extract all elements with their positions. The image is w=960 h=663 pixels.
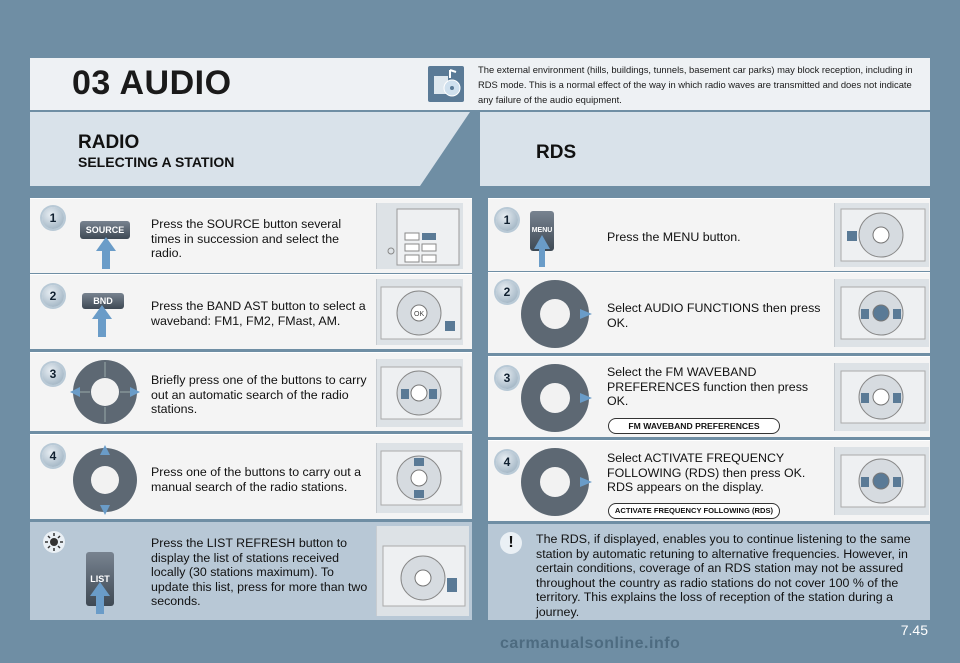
audio-panel-icon: OK — [376, 279, 463, 345]
step-text: Select the FM WAVEBAND PREFERENCES funct… — [607, 365, 809, 408]
press-arrow-icon — [534, 235, 550, 267]
step-text: Press one of the buttons to carry out a … — [151, 465, 362, 494]
sun-tip-icon — [43, 531, 65, 553]
radio-step-3: 3 Briefly press one of the buttons to ca… — [30, 352, 472, 431]
watermark: carmanualsonline.info — [500, 635, 681, 652]
rds-step-3: 3 Select the FM WAVEBAND PREFERENCES fun… — [488, 356, 930, 437]
audio-panel-icon — [376, 443, 463, 513]
radio-step-2: 2 BND Press the BAND AST button to selec… — [30, 274, 472, 349]
direction-pad-icon[interactable] — [70, 445, 140, 515]
source-button[interactable]: SOURCE — [80, 221, 130, 239]
step-text: Press the BAND AST button to select a wa… — [151, 299, 366, 328]
direction-pad-icon[interactable] — [518, 361, 592, 435]
tip-text: Press the LIST REFRESH button to display… — [151, 536, 368, 608]
section-divider-decoration — [420, 112, 482, 186]
direction-pad-icon[interactable] — [518, 445, 592, 519]
radio-step-1: 1 SOURCE Press the SOURCE button several… — [30, 198, 472, 273]
header-band — [30, 58, 930, 110]
step-number: 2 — [496, 281, 518, 303]
direction-pad-icon[interactable] — [518, 277, 592, 351]
audio-panel-icon — [834, 363, 929, 431]
rds-step-2: 2 Select AUDIO FUNCTIONS then press OK. — [488, 272, 930, 353]
step-number: 1 — [496, 209, 518, 231]
step-text: Select AUDIO FUNCTIONS then press OK. — [607, 301, 821, 330]
reception-note: The external environment (hills, buildin… — [478, 64, 913, 105]
audio-panel-icon — [834, 203, 929, 267]
page-title: 03 AUDIO — [72, 64, 232, 102]
audio-icon — [428, 66, 464, 102]
step-number: 3 — [496, 367, 518, 389]
step-number: 1 — [42, 207, 64, 229]
rds-title: RDS — [536, 142, 577, 163]
step-number: 4 — [42, 445, 64, 467]
page-number: 7.45 — [900, 622, 928, 638]
direction-pad-icon[interactable] — [70, 357, 140, 427]
audio-panel-icon — [376, 526, 469, 616]
press-arrow-icon — [90, 582, 110, 614]
rds-step-1: 1 MENU Press the MENU button. — [488, 198, 930, 271]
step-text: Press the SOURCE button several times in… — [151, 217, 342, 260]
svg-text:OK: OK — [414, 311, 424, 318]
warning-panel: ! The RDS, if displayed, enables you to … — [488, 524, 930, 620]
tip-panel: LIST Press the LIST REFRESH button to di… — [30, 522, 472, 620]
band-button[interactable]: BND — [82, 293, 124, 309]
step-number: 2 — [42, 285, 64, 307]
audio-panel-icon — [834, 279, 929, 347]
warning-icon: ! — [500, 532, 522, 554]
press-arrow-icon — [92, 305, 112, 337]
step-text: Press the MENU button. — [607, 230, 741, 244]
radio-section-band — [30, 112, 470, 186]
fm-waveband-pill: FM WAVEBAND PREFERENCES — [608, 418, 780, 434]
audio-panel-icon — [376, 359, 463, 427]
rds-step-4: 4 Select ACTIVATE FREQUENCY FOLLOWING (R… — [488, 440, 930, 521]
radio-step-4: 4 Press one of the buttons to carry out … — [30, 434, 472, 519]
rds-section-band — [480, 112, 930, 186]
step-number: 4 — [496, 451, 518, 473]
rds-activate-pill: ACTIVATE FREQUENCY FOLLOWING (RDS) — [608, 503, 780, 519]
step-text: Select ACTIVATE FREQUENCY FOLLOWING (RDS… — [607, 451, 806, 494]
step-number: 3 — [42, 363, 64, 385]
radio-title: RADIO — [78, 132, 140, 153]
radio-subtitle: SELECTING A STATION — [78, 154, 235, 170]
audio-panel-icon — [376, 203, 463, 269]
step-text: Briefly press one of the buttons to carr… — [151, 373, 367, 416]
warning-text: The RDS, if displayed, enables you to co… — [536, 532, 911, 619]
press-arrow-icon — [96, 237, 116, 269]
audio-panel-icon — [834, 447, 929, 515]
